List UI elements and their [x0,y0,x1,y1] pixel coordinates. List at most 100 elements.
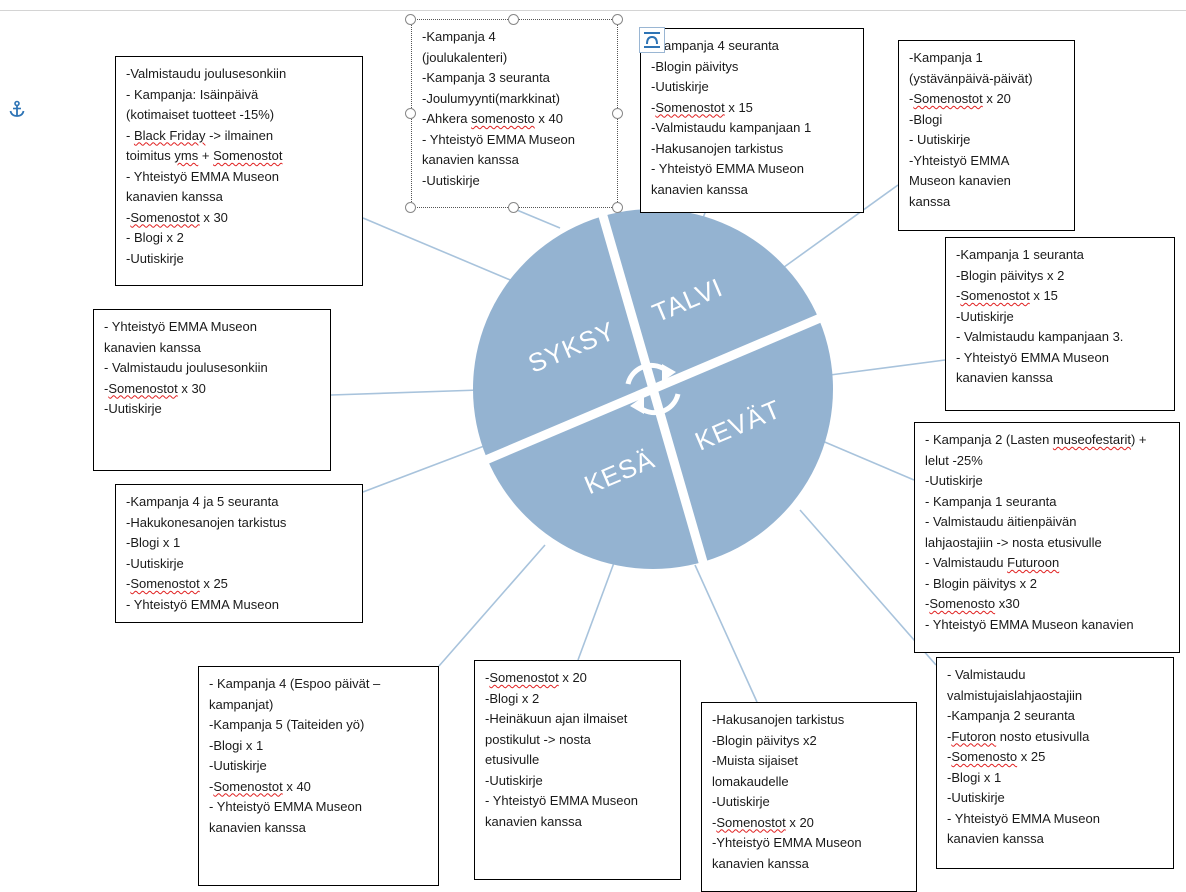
textbox-text: -Joulumyynti(markkinat) [422,90,560,106]
connector-line [511,207,561,229]
textbox-line: - Yhteistyö EMMA Museon [956,348,1166,369]
textbox-text: - Kampanja: Isäinpäivä [126,86,259,102]
textbox-espoo-paivat[interactable]: - Kampanja 4 (Espoo päivät –kampanjat)-K… [198,666,439,886]
textbox-text: -Uutiskirje [925,473,983,488]
textbox-line: -Kampanja 1 seuranta [956,245,1166,266]
resize-handle-top-right[interactable] [612,14,623,25]
resize-handle-middle-left[interactable] [405,108,416,119]
textbox-text: - Yhteistyö EMMA Museon [104,319,257,334]
wheel-quadrants [473,209,833,569]
resize-handle-bottom-center[interactable] [508,202,519,213]
connector-line [694,564,758,703]
resize-handle-top-left[interactable] [405,14,416,25]
textbox-line: - Uutiskirje [909,130,1066,151]
textbox-text: -Blogi x 1 [947,769,1002,785]
textbox-text: -Blogi x 1 [209,737,264,753]
textbox-text: -Blogin päivitys x2 [712,732,817,748]
textbox-text: postikulut -> nosta [485,731,591,747]
textbox-text: -Uutiskirje [485,772,543,788]
textbox-text: etusivulle [485,752,540,767]
textbox-line: - Yhteistyö EMMA Museon [126,167,354,188]
textbox-text: -Uutiskirje [126,555,184,571]
textbox-line: -Somenostot x 15 [956,286,1166,307]
textbox-syksy-kampanja-isainpaiva[interactable]: -Valmistaudu joulusesonkiin- Kampanja: I… [115,56,363,286]
textbox-line: -Kampanja 3 seuranta [422,68,609,89]
textbox-line: kanavien kanssa [712,854,908,875]
layout-options-icon[interactable] [639,27,665,53]
textbox-line: - Blogi x 2 [126,228,354,249]
textbox-line: -Blogin päivitys x 2 [956,266,1166,287]
cycle-arrowhead [662,364,676,382]
textbox-line: lahjaostajiin -> nosta etusivulle [925,533,1171,554]
textbox-text: toimitus [126,148,175,163]
textbox-text: kanavien kanssa [422,152,519,167]
textbox-line: (joulukalenteri) [422,48,609,69]
textbox-text: - [126,576,131,591]
textbox-line: -Blogi x 1 [126,533,354,554]
textbox-line: -Joulumyynti(markkinat) [422,89,609,110]
spellcheck-word: Somenostot [213,148,283,163]
textbox-kampanja1-ystavanpaiva[interactable]: -Kampanja 1(ystävänpäivä-päivät)-Somenos… [898,40,1075,231]
textbox-text: -Blogi [909,111,943,127]
textbox-text: - Yhteistyö EMMA Museon [947,810,1100,826]
textbox-line: -Futoron nosto etusivulla [947,727,1165,748]
textbox-line: -Hakusanojen tarkistus [651,139,855,160]
textbox-text: valmistujaislahjaostajiin [947,687,1083,703]
textbox-text: -Uutiskirje [651,79,709,94]
textbox-line: -Somenosto x30 [925,594,1171,615]
textbox-text: lomakaudelle [712,773,789,789]
textbox-text: - [485,670,490,685]
spellcheck-word: Somenostot [655,99,725,115]
resize-handle-middle-right[interactable] [612,108,623,119]
resize-handle-top-center[interactable] [508,14,519,25]
textbox-line: - Kampanja 1 seuranta [925,492,1171,513]
textbox-text: -Blogin päivitys x 2 [956,267,1065,283]
textbox-kampanja2-lasten-museofestarit[interactable]: - Kampanja 2 (Lasten museofestarit) +lel… [914,422,1180,653]
textbox-kampanja4-5-seuranta[interactable]: -Kampanja 4 ja 5 seuranta -Hakukonesanoje… [115,484,363,623]
textbox-line: -Uutiskirje [485,771,672,792]
connector-line [779,184,899,271]
textbox-talvi-kampanja4-seuranta[interactable]: -Kampanja 4 seuranta-Blogin päivitys-Uut… [640,28,864,213]
textbox-line: -Yhteistyö EMMA [909,151,1066,172]
textbox-text: kanavien kanssa [126,189,223,204]
textbox-text: lelut -25% [925,452,983,468]
textbox-line: kanavien kanssa [651,180,855,201]
textbox-line: -Somenostot x 15 [651,98,855,119]
textbox-text: -Uutiskirje [712,794,770,809]
textbox-line: -Muista sijaiset [712,751,908,772]
textbox-text: -Hakukonesanojen tarkistus [126,514,287,530]
textbox-text: ) + [1130,432,1147,447]
spellcheck-word: Somenostot [489,670,559,685]
textbox-line: - Valmistaudu kampanjaan 3. [956,327,1166,348]
textbox-text: x 20 [558,670,587,685]
textbox-text: -Kampanja 4 ja 5 seuranta [126,494,279,509]
textbox-text: -> ilmainen [205,127,274,143]
textbox-line: -Uutiskirje [209,756,430,777]
resize-handle-bottom-right[interactable] [612,202,623,213]
textbox-kampanja1-seuranta[interactable]: -Kampanja 1 seuranta-Blogin päivitys x 2… [945,237,1175,411]
textbox-joulukalenteri[interactable]: -Kampanja 4 (joulukalenteri)-Kampanja 3 s… [411,19,618,208]
textbox-text: -Kampanja 4 [422,29,496,44]
resize-handle-bottom-left[interactable] [405,202,416,213]
textbox-text: - Yhteistyö EMMA Museon [485,793,638,808]
textbox-text: -Uutiskirje [126,250,184,266]
textbox-text: nosto etusivulla [996,728,1090,744]
textbox-line: - Kampanja 2 (Lasten museofestarit) + [925,430,1171,451]
anchor-icon[interactable] [8,100,26,118]
spellcheck-word: Somenostot [960,288,1030,303]
textbox-line: -Blogin päivitys [651,57,855,78]
textbox-text: kanavien kanssa [651,181,748,197]
spellcheck-word: Somenosto [951,749,1018,764]
textbox-line: kanavien kanssa [422,150,609,171]
textbox-text: - Yhteistyö EMMA Museon kanavien [925,616,1134,632]
textbox-text: -Uutiskirje [104,401,162,416]
spellcheck-word: yms [174,148,199,163]
textbox-kesa-hakusanat[interactable]: -Hakusanojen tarkistus-Blogin päivitys x… [701,702,917,892]
textbox-text: kanavien kanssa [956,370,1053,385]
textbox-text: x 40 [534,111,563,126]
textbox-kesa-postikulut[interactable]: -Somenostot x 20-Blogi x 2-Heinäkuun aja… [474,660,681,880]
textbox-line: -Uutiskirje [126,249,354,270]
